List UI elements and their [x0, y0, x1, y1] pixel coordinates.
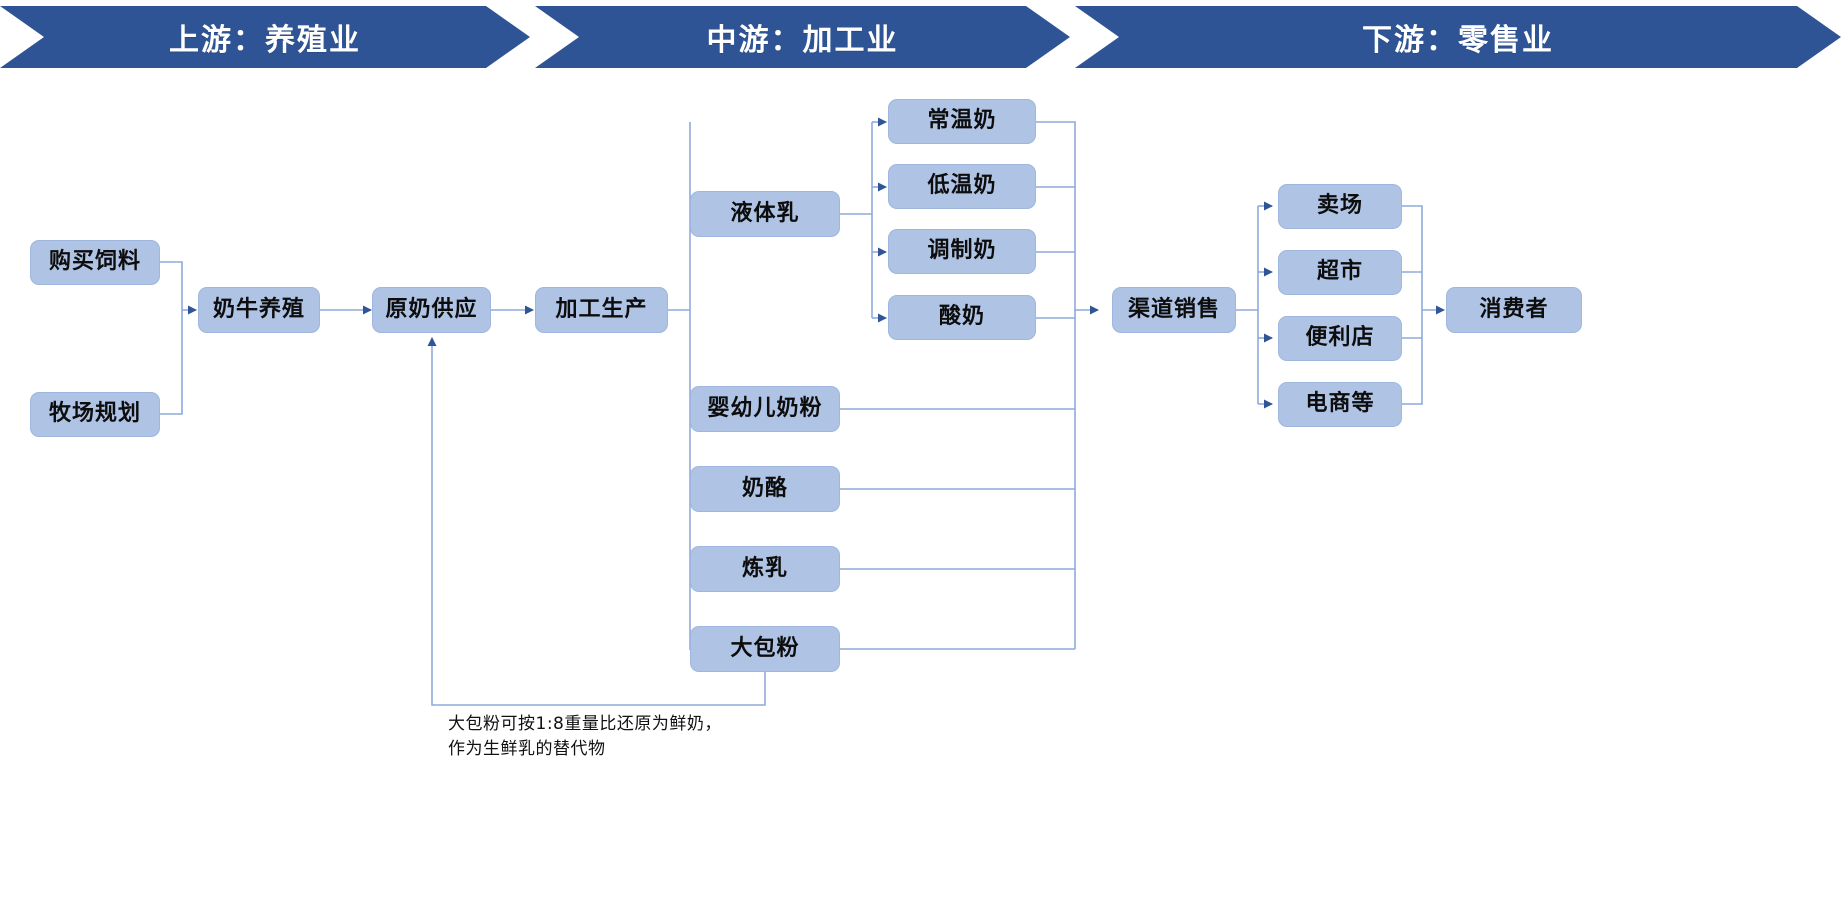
node-channel-sales-label: 渠道销售 — [1127, 296, 1220, 322]
node-convenience-store-label: 便利店 — [1305, 325, 1375, 351]
banner-downstream-label: 下游：零售业 — [1362, 23, 1554, 58]
node-buy-feed-label: 购买饲料 — [48, 249, 141, 275]
node-formulated-milk[interactable]: 调制奶 — [888, 229, 1036, 274]
node-supermarket-label: 超市 — [1316, 259, 1363, 285]
node-supermarket[interactable]: 超市 — [1278, 250, 1402, 295]
node-formulated-milk-label: 调制奶 — [927, 238, 997, 264]
node-buy-feed[interactable]: 购买饲料 — [30, 240, 160, 285]
node-infant-formula[interactable]: 婴幼儿奶粉 — [690, 386, 840, 432]
node-liquid-milk[interactable]: 液体乳 — [690, 191, 840, 237]
node-milk-powder[interactable]: 大包粉 — [690, 626, 840, 672]
banner-upstream-label: 上游：养殖业 — [169, 23, 361, 58]
node-milk-powder-label: 大包粉 — [730, 635, 800, 661]
node-ecommerce[interactable]: 电商等 — [1278, 382, 1402, 427]
node-ambient-milk[interactable]: 常温奶 — [888, 99, 1036, 144]
banner-upstream: 上游：养殖业 — [0, 6, 530, 68]
node-dairy-farming-label: 奶牛养殖 — [212, 296, 305, 322]
node-raw-milk-supply[interactable]: 原奶供应 — [372, 287, 491, 333]
node-ambient-milk-label: 常温奶 — [927, 108, 997, 134]
node-ecommerce-label: 电商等 — [1305, 391, 1375, 417]
node-consumer-label: 消费者 — [1479, 296, 1549, 322]
node-processing-label: 加工生产 — [555, 296, 648, 322]
node-convenience-store[interactable]: 便利店 — [1278, 316, 1402, 361]
milk-powder-annotation: 大包粉可按1:8重量比还原为鲜奶， 作为生鲜乳的替代物 — [448, 714, 722, 759]
node-chilled-milk-label: 低温奶 — [927, 173, 997, 199]
node-dairy-farming[interactable]: 奶牛养殖 — [198, 287, 320, 333]
banner-midstream-label: 中游：加工业 — [706, 23, 899, 58]
node-processing[interactable]: 加工生产 — [535, 287, 668, 333]
banner-downstream: 下游：零售业 — [1075, 6, 1841, 68]
node-liquid-milk-label: 液体乳 — [730, 200, 800, 226]
node-consumer[interactable]: 消费者 — [1446, 287, 1582, 333]
node-farm-planning-label: 牧场规划 — [48, 401, 141, 427]
node-hypermarket-label: 卖场 — [1316, 193, 1363, 219]
node-condensed-milk-label: 炼乳 — [741, 555, 788, 581]
banner-midstream: 中游：加工业 — [535, 6, 1070, 68]
node-yogurt[interactable]: 酸奶 — [888, 295, 1036, 340]
node-raw-milk-supply-label: 原奶供应 — [385, 296, 478, 322]
node-channel-sales[interactable]: 渠道销售 — [1112, 287, 1236, 333]
node-infant-formula-label: 婴幼儿奶粉 — [707, 395, 823, 421]
node-cheese[interactable]: 奶酪 — [690, 466, 840, 512]
node-chilled-milk[interactable]: 低温奶 — [888, 164, 1036, 209]
node-condensed-milk[interactable]: 炼乳 — [690, 546, 840, 592]
node-yogurt-label: 酸奶 — [938, 304, 985, 330]
node-hypermarket[interactable]: 卖场 — [1278, 184, 1402, 229]
node-farm-planning[interactable]: 牧场规划 — [30, 392, 160, 437]
node-cheese-label: 奶酪 — [741, 475, 788, 501]
